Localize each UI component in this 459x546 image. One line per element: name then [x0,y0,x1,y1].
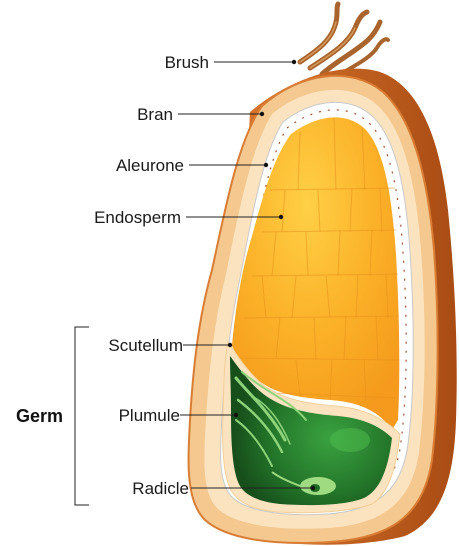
label-endosperm: Endosperm [94,208,181,227]
germ-bracket [75,327,89,505]
label-bran: Bran [137,105,173,124]
germ-highlight [330,428,370,452]
label-germ: Germ [16,406,63,426]
label-scutellum: Scutellum [108,336,183,355]
label-brush: Brush [165,53,209,72]
brush-hairs [300,4,388,80]
label-aleurone: Aleurone [116,156,184,175]
label-radicle: Radicle [132,479,189,498]
label-plumule: Plumule [119,406,180,425]
